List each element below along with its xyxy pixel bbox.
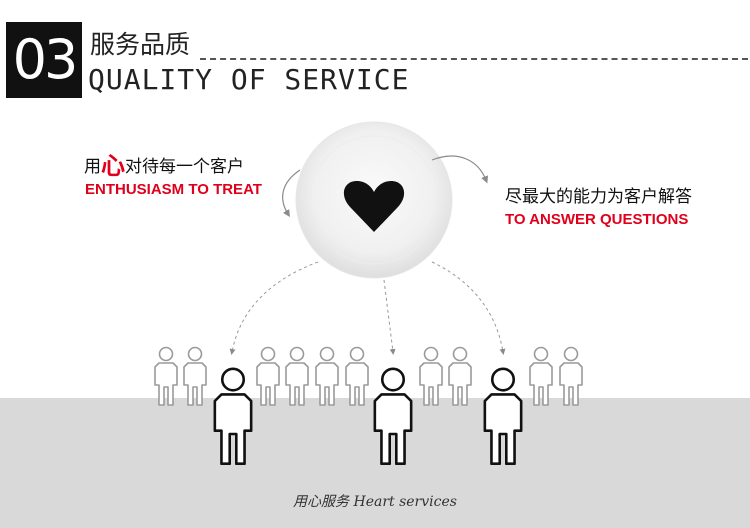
person-icon — [256, 346, 280, 406]
person-icon — [559, 346, 583, 406]
person-icon — [373, 367, 413, 465]
person-icon — [154, 346, 178, 406]
dashed-arrow-center — [383, 279, 396, 355]
people-group — [154, 346, 583, 465]
dashed-arrow-left — [229, 261, 319, 355]
title-divider — [200, 58, 748, 60]
caption-right-cn: 尽最大的能力为客户解答 — [505, 187, 692, 207]
caption-right-en: TO ANSWER QUESTIONS — [505, 211, 689, 228]
heart-icon — [343, 181, 405, 232]
person-icon — [529, 346, 553, 406]
section-title-en: QUALITY OF SERVICE — [88, 63, 410, 96]
section-number: 03 — [6, 22, 82, 98]
arrow-left-icon — [282, 169, 301, 218]
person-icon — [483, 367, 523, 465]
person-icon — [285, 346, 309, 406]
footer-caption: 用心服务 Heart services — [293, 494, 457, 510]
person-icon — [345, 346, 369, 406]
person-icon — [183, 346, 207, 406]
section-title-cn: 服务品质 — [90, 30, 191, 59]
heart-character: 心 — [101, 152, 125, 180]
person-icon — [448, 346, 472, 406]
caption-left-en: ENTHUSIASM TO TREAT — [85, 181, 262, 198]
person-icon — [315, 346, 339, 406]
person-icon — [213, 367, 253, 465]
dashed-arrow-right — [431, 261, 506, 355]
person-icon — [419, 346, 443, 406]
arrow-right-icon — [431, 155, 489, 184]
caption-left-cn: 用心对待每一个客户 — [84, 152, 244, 180]
